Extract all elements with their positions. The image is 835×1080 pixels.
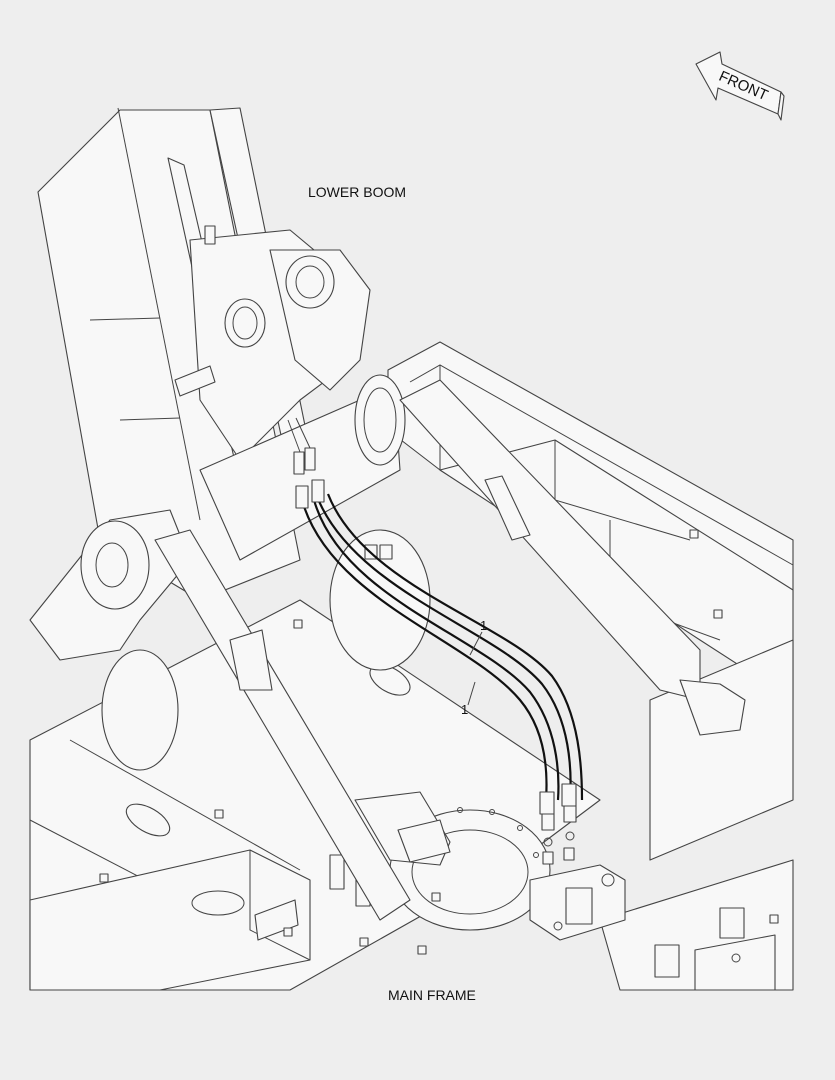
valve-block bbox=[529, 831, 626, 941]
main-frame-label: MAIN FRAME bbox=[388, 987, 476, 1003]
lower-boom-structure bbox=[29, 107, 746, 921]
hydraulic-hose-pair bbox=[287, 417, 584, 831]
callout-upper-number: 1 bbox=[480, 618, 487, 633]
callout-lower-number: 1 bbox=[461, 702, 468, 717]
front-arrow-icon bbox=[695, 51, 785, 121]
callout-leader-lower bbox=[467, 681, 476, 706]
lower-boom-label: LOWER BOOM bbox=[308, 184, 406, 200]
callout-leader-upper bbox=[469, 631, 483, 656]
